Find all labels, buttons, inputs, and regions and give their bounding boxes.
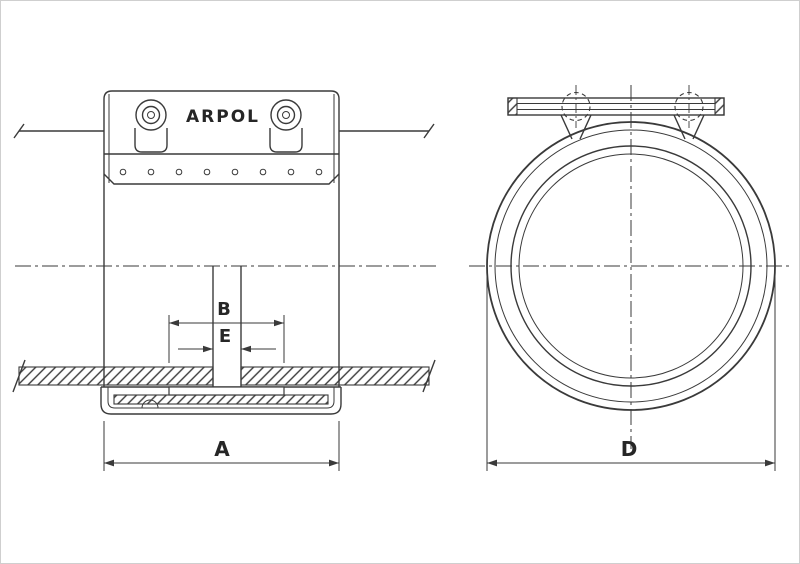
band-lugs [560,114,705,140]
dimension-d-label: D [621,437,638,461]
arrowhead [169,319,179,327]
bolt-left [134,99,168,153]
bolt-stirrup [269,128,303,153]
pipe-outline [13,123,435,139]
bolt-center [282,111,290,119]
bolt-head-outer [270,99,302,131]
bar-end-cap-left [507,97,518,116]
dimension-b: B [168,299,285,363]
bolt-head-inner [141,105,161,125]
hidden-bolt-positions [561,85,704,128]
rivet-holes [119,168,323,176]
bolt-head-outer [135,99,167,131]
dimension-d: D [486,273,776,471]
strap-detail-arc [141,399,159,409]
bridge-plate [168,386,285,396]
bottom-strap [100,386,342,415]
arrowhead [203,345,213,353]
pipe-outer-circle [510,145,752,387]
brand-label: ARPOL [186,107,260,127]
pipe-wall-hatch-left [18,366,214,386]
arrowhead [487,459,497,467]
arrowhead [104,459,114,467]
gasket-section [113,394,329,405]
end-view: D [486,85,776,471]
coupling-housing [103,90,340,387]
dimension-b-label: B [217,299,231,320]
arrowhead [241,345,251,353]
band-chamfered-edge [103,173,340,185]
bolt-stirrup [134,128,168,153]
bolt-right [269,99,303,153]
strap-outer [100,387,342,415]
dimension-e: E [178,326,276,353]
pipe-inner-circle [518,153,744,379]
dimension-a: A [103,421,340,471]
bolt-head-inner [276,105,296,125]
pipe-wall-hatch-right [240,366,430,386]
ring-inner-circle [494,129,768,403]
arrowhead [329,459,339,467]
arrowhead [274,319,284,327]
dimension-e-label: E [219,326,231,347]
side-view: ARPOL B E [12,90,436,471]
break-mark [12,359,26,393]
break-mark [422,359,436,393]
pipe-wall-section [12,359,436,393]
strap-inner [107,387,335,409]
bar-outline [507,97,725,116]
coupling-ring [486,121,776,411]
ring-outer-circle [486,121,776,411]
bolt-center [147,111,155,119]
housing-outline [103,90,340,387]
pipe-end-gap [212,266,242,387]
bar-end-cap-right [714,97,725,116]
dimension-a-label: A [214,437,230,461]
arrowhead [765,459,775,467]
break-mark [13,123,25,139]
break-mark [423,123,435,139]
bolt-bar [507,97,725,116]
